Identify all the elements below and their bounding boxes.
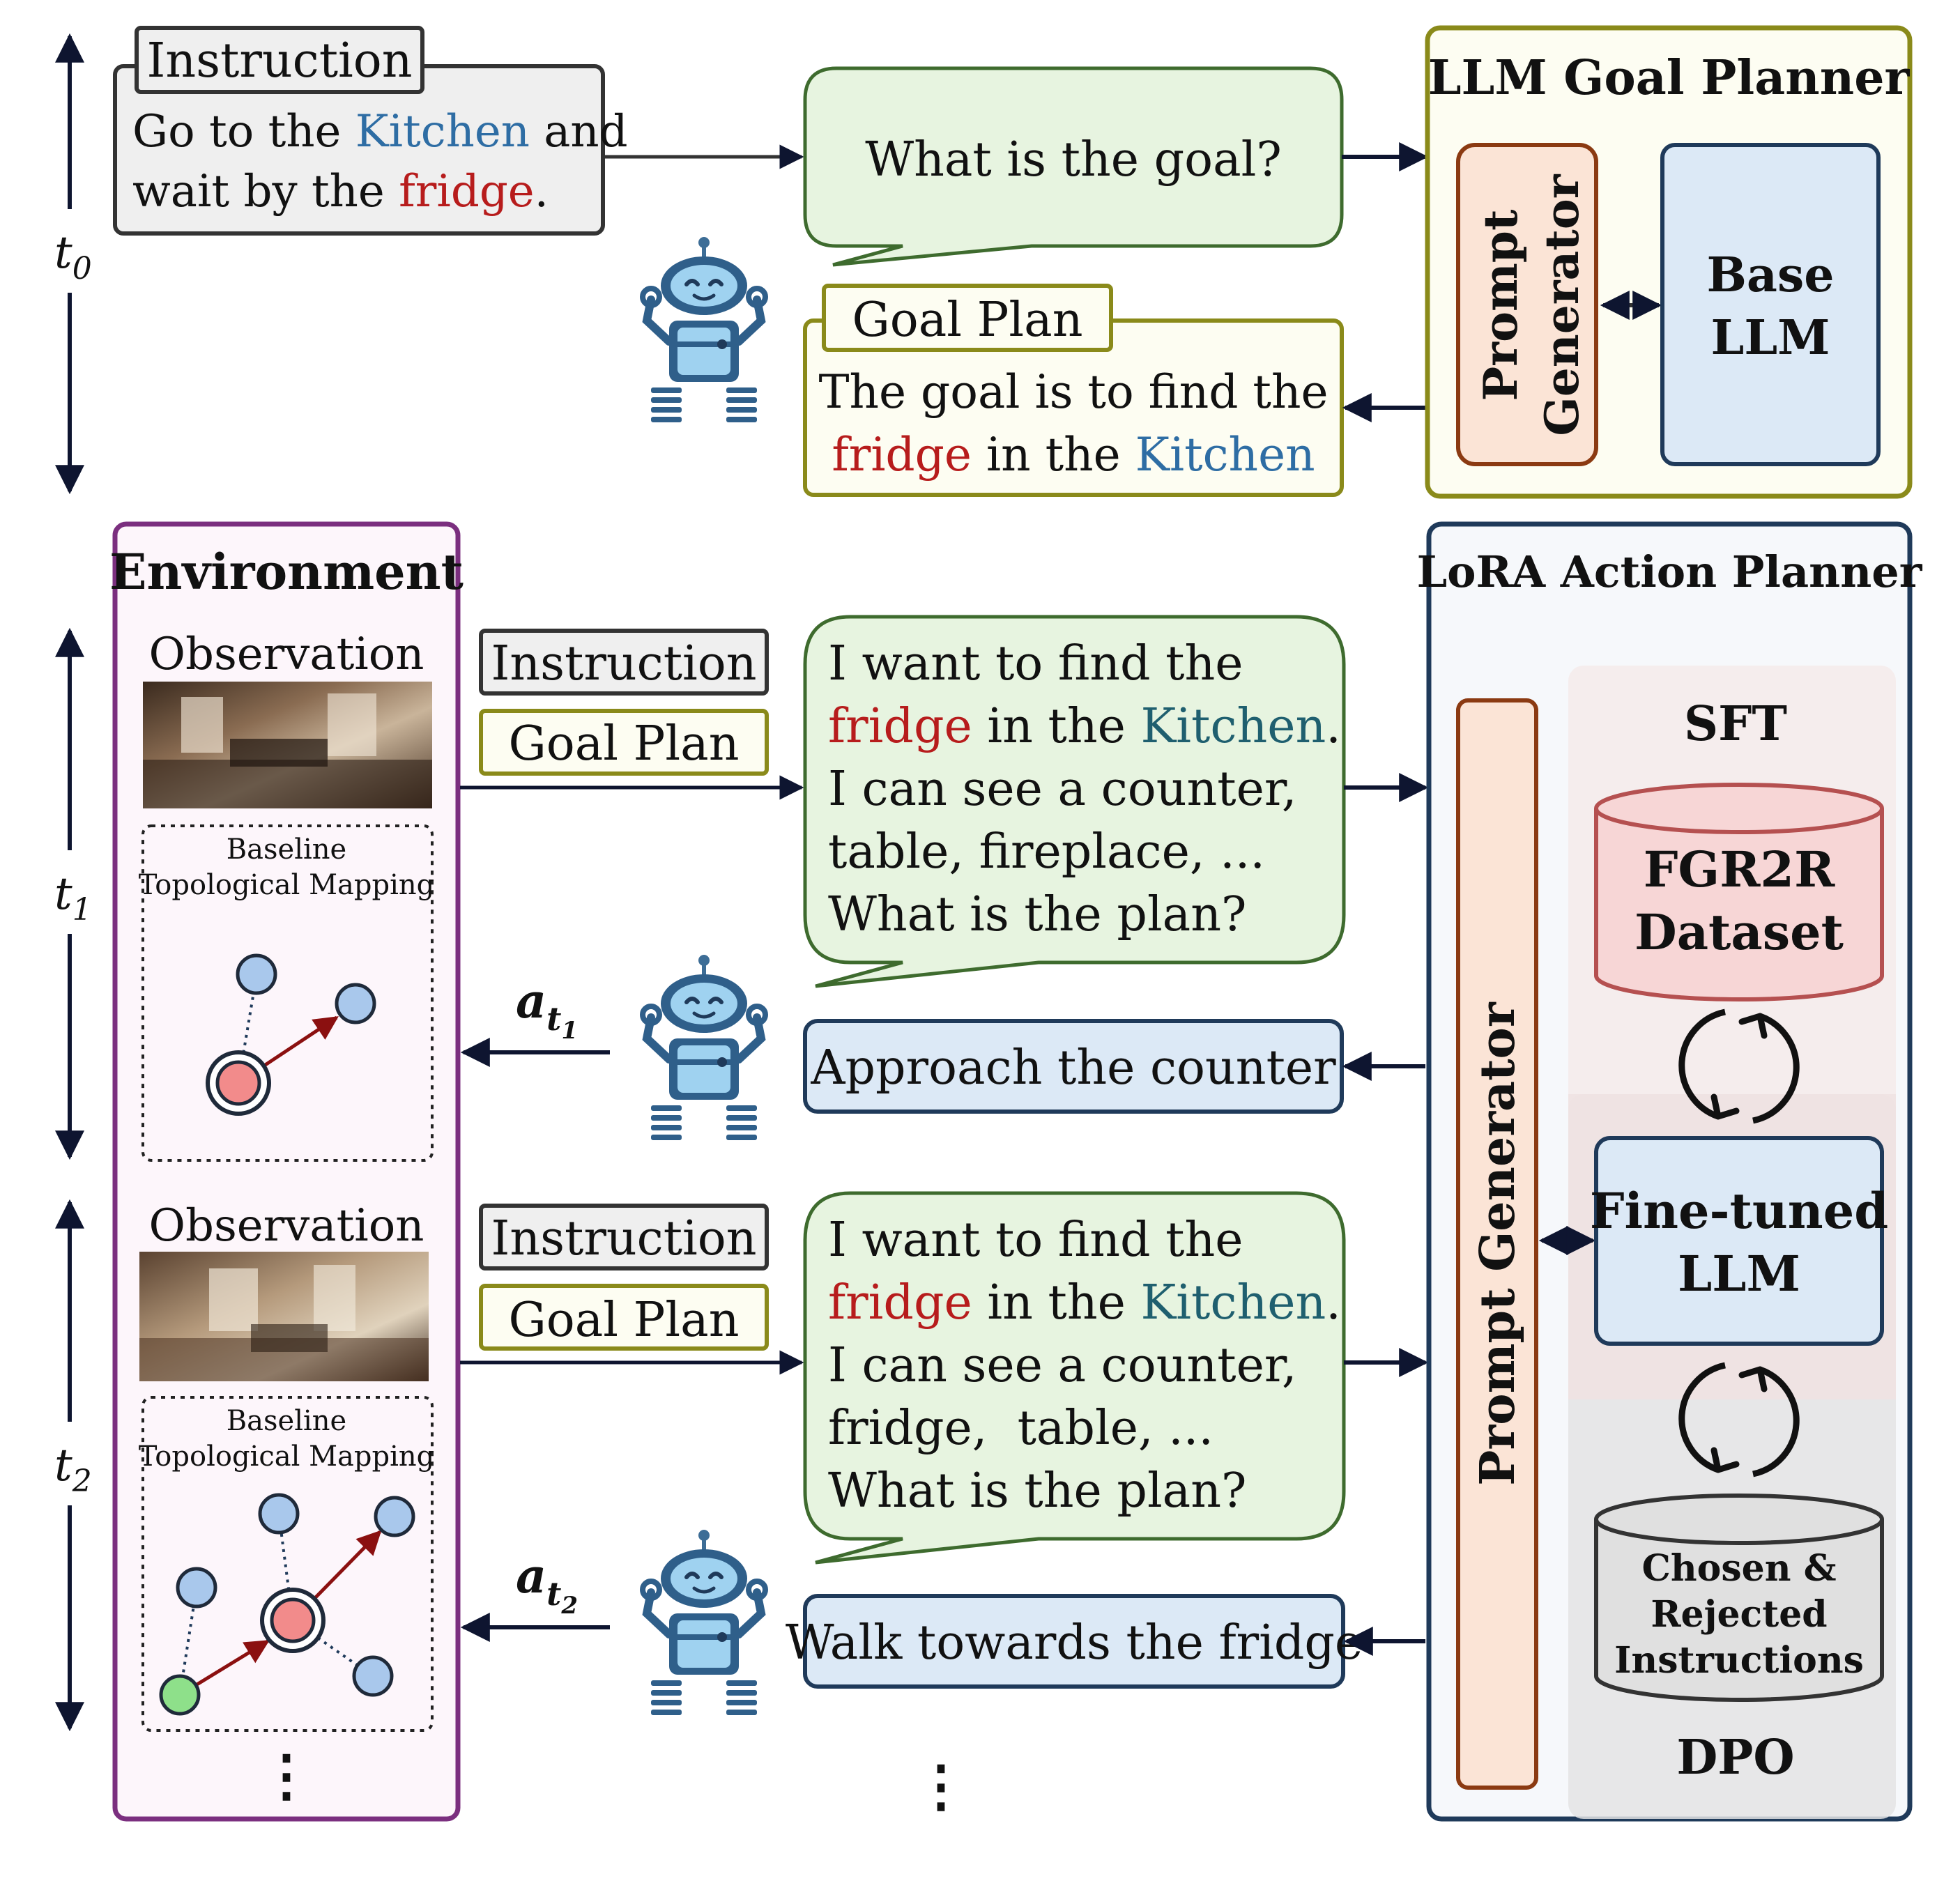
map-1-node (335, 983, 376, 1024)
step2-goal-plan-tag: Goal Plan (508, 1293, 739, 1348)
goal-plan-box: Goal Plan The goal is to find the fridge… (803, 284, 1344, 497)
environment-title: Environment (109, 543, 464, 601)
finetuned-llm-box: Fine-tuned LLM (1590, 1136, 1888, 1346)
map-label-1-line1: Baseline (227, 834, 346, 866)
map-label-2-line1: Baseline (227, 1405, 346, 1437)
step2-bubble-line2: fridge in the Kitchen. (828, 1275, 1341, 1330)
dpo-label: DPO (1676, 1730, 1794, 1786)
step1-bubble: I want to find the fridge in the Kitchen… (803, 615, 1346, 988)
base-llm-line2: LLM (1711, 310, 1830, 366)
goal-plan-line1: The goal is to find the (818, 365, 1328, 419)
top-instruction-line1: Go to the Kitchen and (132, 106, 628, 158)
goal-plan-tag: Goal Plan (852, 293, 1082, 348)
goal-prompt-generator-line1: Prompt (1473, 209, 1528, 401)
goal-prompt-generator-box (1456, 143, 1598, 466)
top-instruction-box: Instruction Go to the Kitchen and wait b… (113, 26, 628, 236)
map-2-node (258, 1493, 300, 1535)
lora-prompt-generator-label: Prompt Generator (1470, 1001, 1526, 1486)
goal-question-text: What is the goal? (865, 132, 1282, 187)
environment-ellipsis: ⋮ (259, 1742, 314, 1808)
dpo-data-line3: Instructions (1614, 1639, 1864, 1682)
environment-panel: Environment Observation Baseline Topolog… (109, 521, 464, 1822)
step2-instruction-tag: Instruction (491, 1211, 756, 1266)
observation-image-2 (139, 1252, 429, 1381)
step1-action-box: Approach the counter (803, 1019, 1344, 1114)
observation-image-1 (143, 682, 432, 808)
t0-label: t (54, 227, 72, 279)
observation-label-1: Observation (149, 629, 424, 680)
llm-goal-planner-panel: LLM Goal Planner Prompt Generator Base L… (1425, 25, 1913, 499)
map-2-start-node (159, 1674, 201, 1716)
t1-subscript: 1 (72, 892, 92, 928)
top-instruction-line2: wait by the fridge. (132, 166, 549, 217)
robot-icon (643, 1530, 765, 1715)
step2-bubble-line1: I want to find the (828, 1213, 1243, 1268)
chosen-rejected-cylinder: Chosen & Rejected Instructions (1594, 1494, 1884, 1702)
map-2-graph (159, 1493, 415, 1716)
dpo-data-line1: Chosen & (1641, 1547, 1836, 1590)
t2-subscript: 2 (72, 1464, 92, 1499)
map-2-node (374, 1496, 415, 1537)
base-llm-line1: Base (1706, 247, 1834, 303)
step2-bubble-line3: I can see a counter, (828, 1338, 1297, 1393)
observation-label-2: Observation (149, 1200, 424, 1252)
step1-action-text: Approach the counter (810, 1041, 1336, 1096)
map-1-graph (206, 953, 376, 1116)
step2-action-text: Walk towards the fridge (786, 1615, 1363, 1671)
map-2-node (352, 1655, 394, 1697)
robot-icon (643, 237, 765, 422)
dataset-line1: FGR2R (1644, 840, 1835, 898)
step1-bubble-line1: I want to find the (828, 636, 1243, 691)
goal-question-bubble: What is the goal? (803, 66, 1344, 267)
step2-bubble: I want to find the fridge in the Kitchen… (803, 1191, 1346, 1565)
step1-input-tags: Instruction Goal Plan (479, 629, 769, 776)
time-axis-t2: t2 (54, 1199, 92, 1732)
time-axis-t0: t0 (54, 33, 92, 495)
top-instruction-tag: Instruction (146, 33, 412, 89)
goal-prompt-generator-line2: Generator (1535, 174, 1589, 436)
topological-map-1 (141, 824, 434, 1162)
step1-bubble-line3: I can see a counter, (828, 762, 1297, 817)
action-label-2: at2 (516, 1549, 578, 1620)
fgr2r-dataset-cylinder: FGR2R Dataset (1594, 783, 1884, 1001)
t0-subscript: 0 (72, 251, 92, 286)
time-axis-t1: t1 (54, 627, 92, 1160)
t2-label: t (54, 1440, 72, 1491)
action-label-1: at1 (516, 974, 578, 1045)
lora-prompt-generator-box (1456, 698, 1538, 1790)
svg-text:t1: t1 (54, 868, 92, 928)
map-1-node (236, 953, 277, 995)
step1-instruction-tag: Instruction (491, 636, 756, 691)
base-llm-box (1660, 143, 1881, 466)
step2-bubble-line5: What is the plan? (828, 1464, 1246, 1519)
step2-input-tags: Instruction Goal Plan (479, 1204, 769, 1351)
dataset-line2: Dataset (1634, 903, 1844, 961)
step1-bubble-line4: table, fireplace, ... (828, 824, 1265, 880)
map-2-node (176, 1567, 217, 1609)
bottom-ellipsis: ⋮ (913, 1753, 969, 1818)
lora-planner-title: LoRA Action Planner (1417, 546, 1923, 597)
goal-planner-title: LLM Goal Planner (1428, 50, 1911, 106)
sft-label: SFT (1684, 696, 1787, 752)
step1-goal-plan-tag: Goal Plan (508, 716, 739, 771)
step1-bubble-line2: fridge in the Kitchen. (828, 699, 1341, 754)
svg-text:t2: t2 (54, 1440, 92, 1499)
step2-action-box: Walk towards the fridge (786, 1594, 1363, 1689)
finetuned-line1: Fine-tuned (1590, 1182, 1888, 1240)
lora-action-planner-panel: LoRA Action Planner Prompt Generator SFT… (1417, 521, 1923, 1822)
t1-label: t (54, 868, 72, 920)
map-label-1-line2: Topological Mapping (139, 869, 435, 901)
robot-icon (643, 955, 765, 1140)
step2-bubble-line4: fridge, table, ... (828, 1401, 1213, 1456)
goal-plan-line2: fridge in the Kitchen (832, 428, 1315, 482)
step1-bubble-line5: What is the plan? (828, 887, 1246, 942)
svg-text:t0: t0 (54, 227, 92, 286)
finetuned-line2: LLM (1678, 1245, 1800, 1303)
map-label-2-line2: Topological Mapping (139, 1441, 435, 1473)
dpo-data-line2: Rejected (1651, 1593, 1827, 1636)
